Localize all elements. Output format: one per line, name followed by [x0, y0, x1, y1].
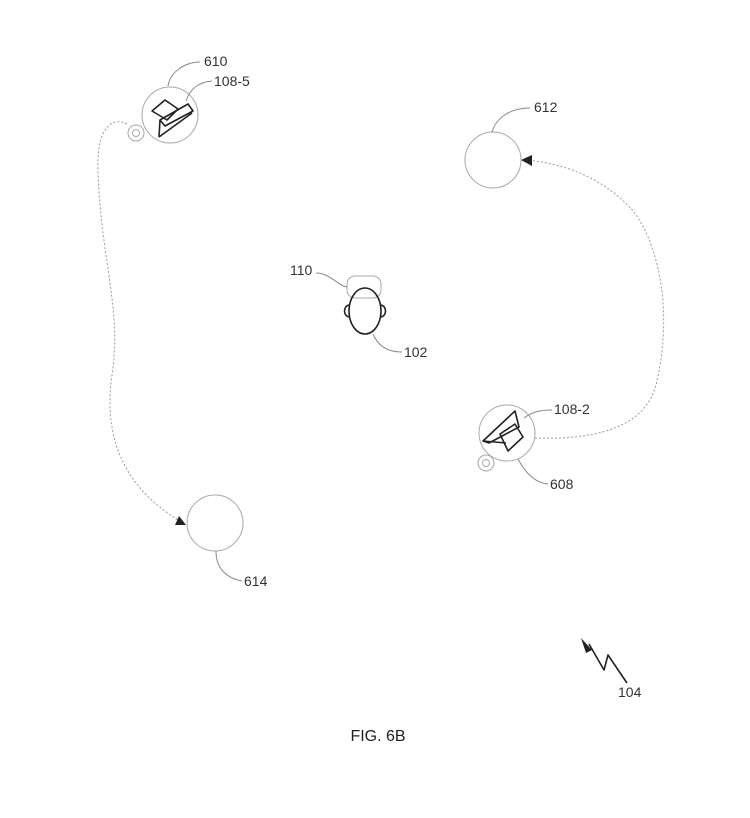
label-612: 612	[534, 99, 558, 115]
target-group-612: 612	[464, 99, 558, 189]
label-608: 608	[550, 476, 574, 492]
figure-ref-104: 104	[581, 638, 642, 700]
label-614: 614	[244, 573, 268, 589]
speaker-icon	[482, 410, 524, 452]
label-108-5: 108-5	[214, 73, 250, 89]
position-circle-608	[478, 404, 536, 462]
listener-group: 110 102	[290, 262, 428, 360]
arrowhead-icon	[521, 155, 532, 166]
label-102: 102	[404, 344, 428, 360]
label-610: 610	[204, 53, 228, 69]
leader-108-5	[185, 80, 213, 102]
target-group-614: 614	[186, 494, 268, 589]
leader-612	[491, 107, 531, 133]
leader-610	[167, 61, 201, 87]
microphone-icon	[477, 454, 495, 472]
target-circle-614	[186, 494, 244, 552]
leader-608	[517, 458, 549, 485]
label-110: 110	[290, 262, 313, 278]
lightning-arrow-icon	[581, 638, 628, 684]
trajectory-610-to-614	[97, 121, 179, 521]
speaker-icon	[151, 99, 194, 138]
leader-108-2	[523, 409, 553, 419]
trajectory-608-to-612	[527, 159, 665, 439]
leader-614	[215, 550, 243, 582]
listener-head-icon	[343, 287, 387, 335]
label-104: 104	[618, 684, 642, 700]
speaker-group-108-2: 108-2 608	[477, 401, 590, 492]
arrowhead-icon	[175, 516, 186, 525]
position-circle-610	[141, 86, 199, 144]
leader-110	[315, 272, 348, 288]
target-circle-612	[464, 131, 522, 189]
label-108-2: 108-2	[554, 401, 590, 417]
figure-caption: FIG. 6B	[350, 728, 405, 745]
microphone-icon	[127, 124, 145, 142]
leader-102	[372, 333, 403, 353]
speaker-group-108-5: 610 108-5	[127, 53, 250, 144]
